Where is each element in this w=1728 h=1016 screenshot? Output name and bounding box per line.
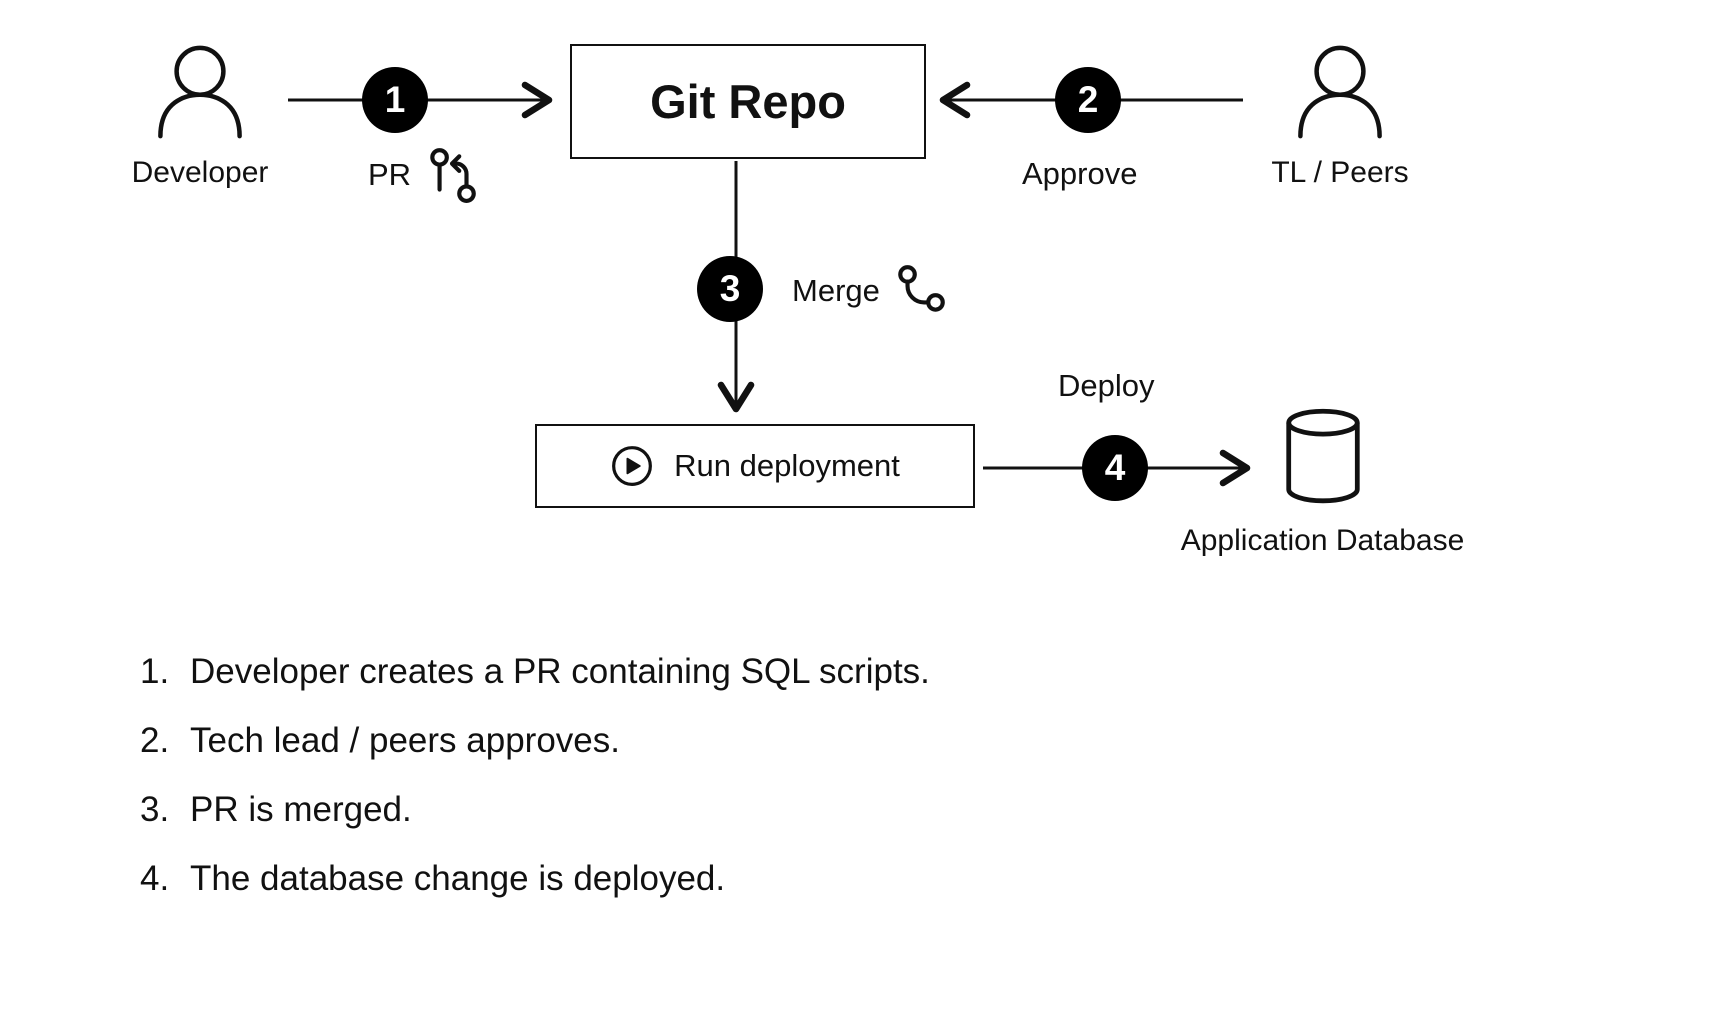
application-database-label: Application Database bbox=[1180, 524, 1465, 557]
run-deployment-node: Run deployment bbox=[535, 424, 975, 508]
approve-label-text: Approve bbox=[1022, 156, 1138, 191]
step-badge-4: 4 bbox=[1082, 435, 1148, 501]
step-badge-1: 1 bbox=[362, 67, 428, 133]
step-badge-2: 2 bbox=[1055, 67, 1121, 133]
tl-peers-label: TL / Peers bbox=[1271, 156, 1409, 189]
pull-request-icon bbox=[423, 146, 481, 204]
step-item-4: 4. The database change is deployed. bbox=[140, 859, 930, 899]
person-icon bbox=[146, 40, 254, 144]
step-text: PR is merged. bbox=[190, 790, 412, 829]
step-item-2: 2. Tech lead / peers approves. bbox=[140, 721, 930, 761]
play-icon bbox=[610, 444, 654, 488]
git-repo-label: Git Repo bbox=[650, 75, 846, 128]
merge-icon bbox=[892, 262, 950, 320]
merge-label-text: Merge bbox=[792, 273, 880, 308]
step-number: 1. bbox=[140, 652, 170, 691]
step-text: The database change is deployed. bbox=[190, 859, 726, 898]
step-list: 1. Developer creates a PR containing SQL… bbox=[140, 652, 930, 899]
node-tl-peers: TL / Peers bbox=[1240, 40, 1440, 190]
step-text: Tech lead / peers approves. bbox=[190, 721, 620, 760]
step-number: 2. bbox=[140, 721, 170, 760]
step-number: 3. bbox=[140, 790, 170, 829]
step-badge-3: 3 bbox=[697, 256, 763, 322]
deploy-label-text: Deploy bbox=[1058, 368, 1155, 403]
deploy-edge-label: Deploy bbox=[1058, 368, 1155, 404]
run-deployment-label: Run deployment bbox=[674, 448, 900, 483]
database-icon bbox=[1283, 406, 1363, 508]
git-repo-node: Git Repo bbox=[570, 44, 926, 159]
node-developer: Developer bbox=[110, 40, 290, 190]
step-text: Developer creates a PR containing SQL sc… bbox=[190, 652, 930, 691]
developer-label: Developer bbox=[131, 156, 269, 189]
merge-edge-label: Merge bbox=[792, 262, 950, 320]
pr-edge-label: PR bbox=[368, 146, 481, 204]
approve-edge-label: Approve bbox=[1022, 156, 1137, 192]
node-application-database: Application Database bbox=[1150, 406, 1495, 558]
person-icon bbox=[1286, 40, 1394, 144]
pr-label-text: PR bbox=[368, 157, 412, 192]
step-number: 4. bbox=[140, 859, 170, 898]
step-item-3: 3. PR is merged. bbox=[140, 790, 930, 830]
step-item-1: 1. Developer creates a PR containing SQL… bbox=[140, 652, 930, 692]
